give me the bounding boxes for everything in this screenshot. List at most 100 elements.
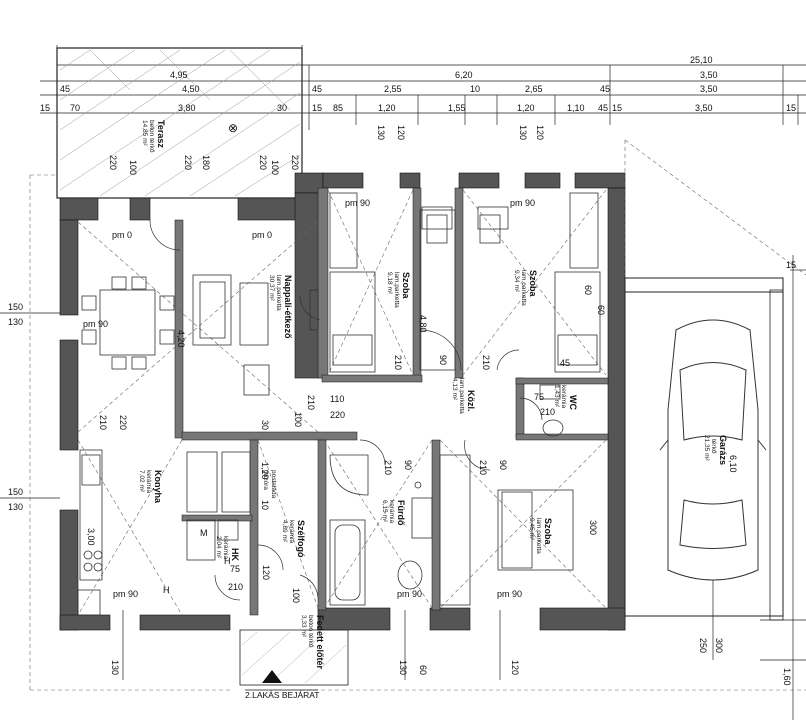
- dim-mid-12: 30: [260, 420, 270, 430]
- room-konyha-floor: kerámia: [145, 470, 152, 494]
- gas-text: gázóra: [262, 470, 269, 490]
- dim-low-4: 75: [230, 564, 240, 574]
- dim-misc-2: 90: [403, 460, 413, 470]
- dim-pm-6: pm 90: [497, 589, 522, 599]
- dim-r2-2: 45: [312, 84, 322, 94]
- dim-up-5: 100: [270, 160, 280, 175]
- dim-misc-6: 210: [393, 355, 403, 370]
- terrace: ⊗: [56, 47, 303, 199]
- room-terasz-floor: beton térkő: [148, 120, 155, 153]
- dimension-lines: [0, 45, 806, 720]
- dim-pm-4: pm 90: [113, 589, 138, 599]
- dim-pm-2: pm 90: [345, 198, 370, 208]
- dim-r3-14: 15: [612, 103, 622, 113]
- dimension-texts: 25,10 4,95 6,20 3,50 45 4,50 45 45 3,50 …: [8, 55, 796, 686]
- dim-low-7: 300: [714, 638, 724, 653]
- dim-r1-0: 4,95: [170, 70, 188, 80]
- car-icon: [659, 319, 767, 581]
- room-fedett: Fedett előtér beton térkő 3,33 m²: [300, 615, 325, 670]
- dim-r1-1: 6,20: [455, 70, 473, 80]
- bed-icon: [329, 271, 376, 373]
- dim-r3-11: 1,55: [448, 103, 466, 113]
- room-szoba2-floor: lam.parketta: [520, 270, 527, 306]
- room-hk-area: 2,04 m²: [215, 536, 222, 559]
- dim-mid-0: 4,20: [176, 330, 186, 348]
- dim-mid-8: 110: [330, 394, 344, 404]
- room-furdo: Fürdő kerámia 6,15 m²: [381, 500, 406, 526]
- dim-low-11: 130: [398, 660, 408, 675]
- dim-r3-16: 15: [786, 103, 796, 113]
- dim-up-6: 220: [290, 155, 300, 170]
- covered-entrance: [239, 629, 349, 686]
- dim-left-0: 150: [8, 302, 23, 312]
- room-szelfogo-name: Szélfogó: [296, 520, 306, 558]
- dim-up-4: 220: [258, 155, 268, 170]
- dim-mid-1: 4,80: [418, 315, 428, 333]
- dim-low-9: 130: [110, 660, 120, 675]
- room-terasz: Terasz beton térkő 14,85 m²: [141, 120, 166, 153]
- room-hk-name: HK: [230, 548, 240, 561]
- dim-r3-13: 45: [598, 103, 608, 113]
- room-fedett-floor: beton térkő: [307, 615, 314, 648]
- room-szelfogo: Szélfogó kerámia 4,89 m²: [281, 520, 306, 558]
- room-furdo-floor: kerámia: [388, 500, 395, 524]
- dim-mid-10: 300: [588, 520, 598, 535]
- dim-r2-4: 3,50: [700, 84, 718, 94]
- room-wc: WC kerámia 1,43 m²: [553, 385, 578, 410]
- dim-misc-1: 210: [478, 460, 488, 475]
- room-fedett-area: 3,33 m²: [300, 615, 307, 638]
- room-szelfogo-area: 4,89 m²: [281, 520, 288, 543]
- dim-total: 25,10: [690, 55, 713, 65]
- room-konyha-name: Konyha: [153, 470, 163, 504]
- dim-mid-6: 220: [118, 415, 128, 430]
- dim-up-2: 220: [183, 155, 193, 170]
- dining-table-icon: [99, 289, 156, 356]
- dim-r3-7: 2,55: [384, 84, 402, 94]
- dim-mid-5: 210: [98, 415, 108, 430]
- dim-r3-2: 3,80: [178, 103, 196, 113]
- dim-up-3: 180: [201, 155, 211, 170]
- entrance-label: 2.LAKÁS BEJÁRAT: [245, 690, 319, 700]
- doors: [149, 219, 543, 601]
- interior-walls: [174, 187, 609, 616]
- room-szoba1-name: Szoba: [401, 272, 411, 299]
- dim-left-3: 130: [8, 502, 23, 512]
- dim-r3-0: 15: [40, 103, 50, 113]
- dim-misc-9: M: [200, 528, 208, 538]
- room-kozl: Közl. lam.parketta 4,13 m²: [451, 378, 476, 414]
- room-szoba3-floor: lam.parketta: [535, 518, 542, 554]
- room-furdo-name: Fürdő: [396, 500, 406, 526]
- dim-low-6: 210: [540, 407, 555, 417]
- room-garazs-floor: térkő: [710, 439, 717, 454]
- dim-low-13: 1,60: [782, 668, 792, 686]
- dim-r3-1: 70: [70, 103, 80, 113]
- dim-misc-5: 75: [534, 392, 544, 402]
- dim-r3-8: 10: [470, 84, 480, 94]
- dim-up-8: 120: [396, 125, 406, 140]
- room-nappali-area: 30,37 m²: [268, 275, 275, 301]
- dim-mid-2: 3,00: [86, 528, 96, 546]
- dim-misc-0: 210: [383, 460, 393, 475]
- dim-low-12: 120: [510, 660, 520, 675]
- dim-low-1: 100: [291, 588, 301, 603]
- dim-misc-10: H: [163, 585, 170, 595]
- garage: [624, 277, 784, 621]
- room-garazs-name: Garázs: [718, 435, 728, 465]
- toilet-icon: [397, 560, 423, 590]
- dim-r3-6: 1,20: [378, 103, 396, 113]
- dim-up-7: 130: [376, 125, 386, 140]
- dim-r3-10: 1,20: [517, 103, 535, 113]
- postbox-text: postaláda: [270, 470, 277, 499]
- room-szoba1-floor: lam.parketta: [393, 272, 400, 308]
- room-wc-area: 1,43 m²: [553, 385, 560, 408]
- room-wc-name: WC: [568, 395, 578, 410]
- room-furdo-area: 6,15 m²: [381, 500, 388, 523]
- dim-left-2: 150: [8, 487, 23, 497]
- dim-r1-2: 3,50: [700, 70, 718, 80]
- dim-r3-15: 3,50: [695, 103, 713, 113]
- room-szoba3: Szoba lam.parketta 9,45 m²: [528, 518, 553, 554]
- room-szoba1-area: 9,18 m²: [386, 272, 393, 295]
- dim-r3-5: 85: [333, 103, 343, 113]
- room-garazs-area: 21,35 m²: [703, 435, 710, 461]
- room-kozl-area: 4,13 m²: [451, 378, 458, 401]
